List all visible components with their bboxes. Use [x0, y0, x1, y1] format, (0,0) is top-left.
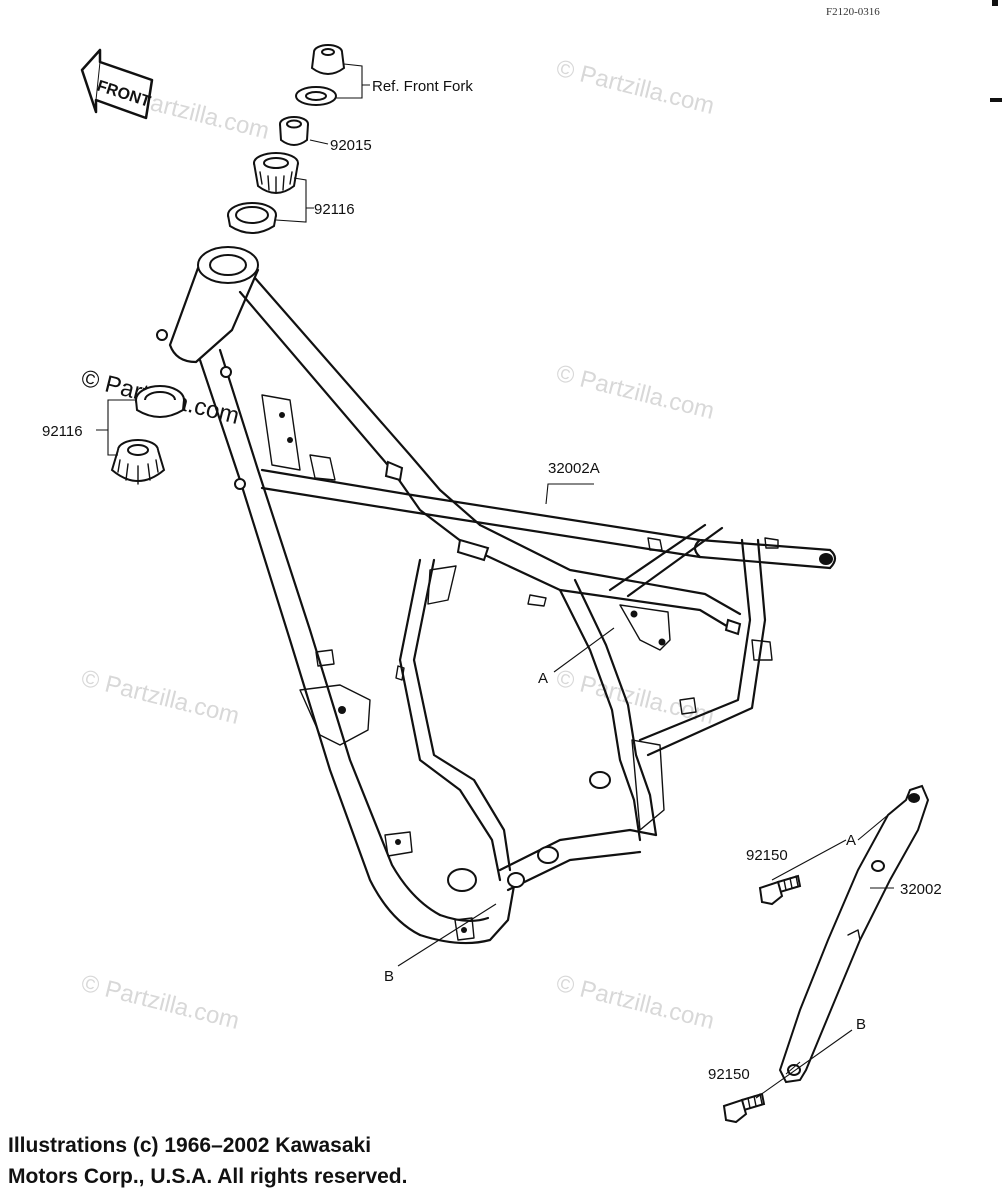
label-b-frame: B	[384, 968, 394, 985]
label-a-brace: A	[846, 832, 856, 849]
label-ref-front-fork: Ref. Front Fork	[372, 78, 473, 95]
watermark-5: © Partzilla.com	[554, 665, 717, 730]
copyright-line-1: Illustrations (c) 1966–2002 Kawasaki	[8, 1134, 372, 1157]
stem-washer	[295, 86, 337, 106]
bearing-92116-upper	[253, 152, 299, 194]
edge-mark-right	[990, 98, 1002, 102]
label-92150-lower: 92150	[708, 1066, 750, 1083]
watermark-3: © Partzilla.com	[554, 360, 717, 425]
label-92150-upper: 92150	[746, 847, 788, 864]
part-labels: Ref. Front Fork 92015 92116 92116 32002A…	[42, 78, 942, 1083]
race-92116-upper	[227, 202, 277, 234]
stem-nut	[310, 44, 346, 75]
label-a-frame: A	[538, 670, 548, 687]
steering-stem-parts	[227, 44, 346, 234]
copyright-notice: Illustrations (c) 1966–2002 Kawasaki Mot…	[8, 1130, 407, 1192]
label-92116-left: 92116	[42, 423, 83, 440]
watermark-2: © Partzilla.com	[554, 55, 717, 120]
race-92116-lower	[135, 385, 185, 418]
label-92015: 92015	[330, 137, 372, 154]
watermark-4: © Partzilla.com	[79, 665, 242, 730]
label-92116-top: 92116	[314, 201, 355, 218]
leader-lines	[96, 63, 907, 1099]
label-b-brace: B	[856, 1016, 866, 1033]
front-arrow: FRONT	[80, 48, 154, 120]
nut-92015	[279, 116, 309, 146]
label-32002: 32002	[900, 881, 942, 898]
figure-id: F2120-0316	[826, 6, 880, 18]
copyright-line-2: Motors Corp., U.S.A. All rights reserved…	[8, 1165, 408, 1188]
edge-mark-top	[992, 0, 998, 6]
bearing-92116-lower	[110, 439, 166, 485]
bolt-92150-lower	[722, 1092, 766, 1124]
bolt-92150-upper	[758, 874, 802, 906]
label-32002A: 32002A	[548, 460, 600, 477]
watermark-7: © Partzilla.com	[554, 970, 717, 1035]
main-frame-32002A	[156, 246, 837, 945]
side-brace-32002	[778, 784, 930, 1084]
watermark-6: © Partzilla.com	[79, 970, 242, 1035]
